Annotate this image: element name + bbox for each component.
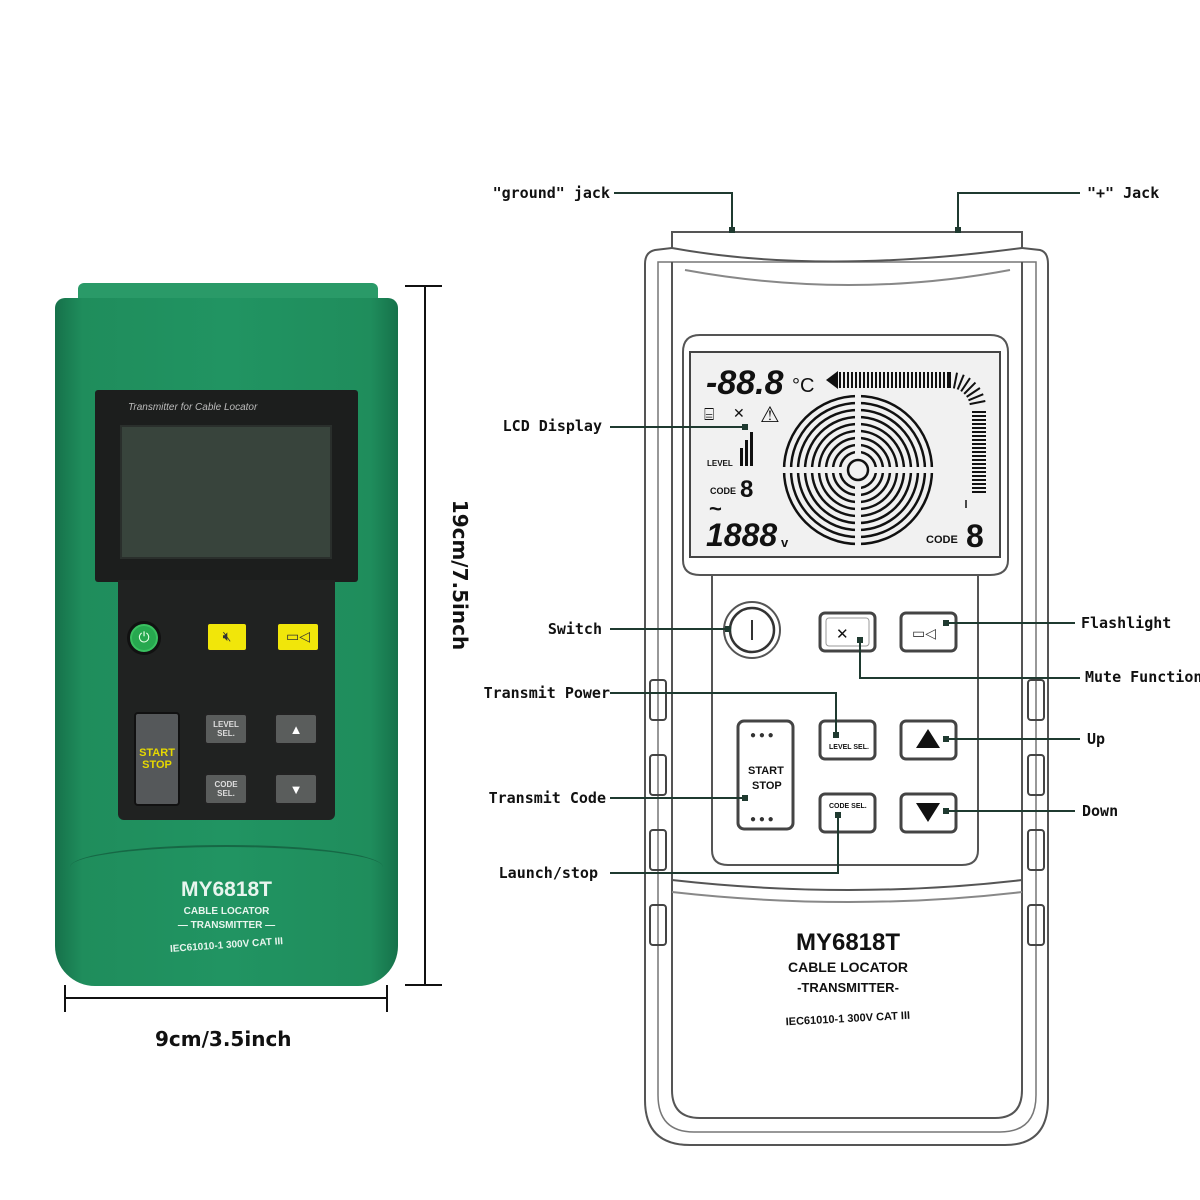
callout-plus-jack: "+" Jack: [1087, 184, 1160, 202]
lcd-bar-segment: [960, 377, 971, 392]
lcd-temperature: -88.8: [706, 364, 784, 402]
callout-flashlight: Flashlight: [1081, 614, 1172, 632]
callout-switch: Switch: [547, 620, 602, 638]
level-sel-button[interactable]: LEVEL SEL.: [204, 713, 248, 745]
flashlight-button[interactable]: ▭◁: [276, 622, 320, 652]
code-sel-button[interactable]: CODE SEL.: [204, 773, 248, 805]
cable-locator-label: CABLE LOCATOR: [183, 906, 270, 917]
up-button[interactable]: ▲: [274, 713, 318, 745]
level-sel-label: LEVEL SEL.: [213, 720, 239, 738]
stop-label: STOP: [142, 759, 172, 771]
code-sel-button[interactable]: CODE SEL.: [818, 792, 877, 834]
switch-button[interactable]: [723, 601, 781, 659]
callout-mute-function: Mute Function: [1085, 668, 1200, 686]
lcd-code-right-digit: 8: [966, 518, 984, 554]
callout-up: Up: [1087, 730, 1106, 748]
lcd-code-left-digit: 8: [740, 476, 753, 503]
down-arrow-icon: [916, 803, 940, 822]
up-arrow-icon: ▲: [289, 721, 303, 737]
lcd-bar-segment: [966, 387, 981, 398]
down-arrow-icon: ▼: [289, 781, 303, 797]
stop-label: STOP: [752, 780, 782, 792]
callout-down: Down: [1082, 802, 1119, 820]
mute-button[interactable]: ✕: [818, 611, 877, 653]
lcd-temp-unit: °C: [792, 375, 814, 397]
body-outline: [644, 231, 1049, 1146]
callout-launch-stop: Launch/stop: [498, 864, 598, 882]
callout-transmit-code: Transmit Code: [488, 789, 606, 807]
mute-icon: ✕: [836, 626, 849, 643]
lcd-level-label: LEVEL: [707, 459, 733, 468]
svg-text:● ● ●: ● ● ●: [750, 814, 774, 825]
mute-button[interactable]: 🔇︎: [206, 622, 248, 652]
mute-icon: 🔇︎: [222, 629, 232, 645]
model-label: MY6818T: [796, 929, 900, 956]
keypad-outline: [711, 574, 979, 866]
flashlight-icon: ▭◁: [912, 625, 936, 641]
lcd-voltage-unit: v: [781, 535, 789, 550]
lcd-screen: [120, 425, 332, 559]
lcd-voltage: 1888: [706, 517, 777, 553]
transmitter-label: -TRANSMITTER-: [797, 980, 899, 995]
lcd-bar-segment: [956, 374, 965, 390]
callout-lines: [610, 192, 1080, 874]
lower-body-edge: [70, 845, 383, 867]
lcd-bar-segment: [963, 381, 977, 395]
callout-transmit-power: Transmit Power: [483, 684, 610, 702]
lcd-mute-icon: ✕: [733, 405, 745, 421]
start-label: START: [139, 747, 175, 759]
flashlight-button[interactable]: ▭◁: [899, 611, 958, 653]
rating-label: IEC61010-1 300V CAT III: [785, 1010, 910, 1029]
top-cap: [671, 247, 1023, 263]
lcd-bar-segment: [969, 399, 986, 406]
start-label: START: [748, 765, 784, 777]
lcd-battery-icon: ⌸: [704, 405, 714, 424]
lcd-code-right-label: CODE: [926, 534, 958, 546]
code-sel-label: CODE SEL.: [214, 780, 238, 798]
level-sel-button[interactable]: LEVEL SEL.: [818, 719, 877, 761]
panel-caption: Transmitter for Cable Locator: [128, 402, 258, 413]
lcd-ac-symbol: ~: [709, 496, 722, 521]
lcd-level-bars: [740, 432, 753, 466]
up-button[interactable]: [899, 719, 958, 761]
callout-lcd-display: LCD Display: [502, 417, 602, 435]
down-button[interactable]: ▼: [274, 773, 318, 805]
power-icon: ⏻: [138, 630, 150, 646]
down-button[interactable]: [899, 792, 958, 834]
lcd-bar-segment: [968, 393, 984, 402]
cable-locator-label: CABLE LOCATOR: [788, 959, 908, 975]
lcd-arrow-head: [826, 371, 838, 389]
lcd-signal-bar: [839, 372, 986, 493]
level-sel-label: LEVEL SEL.: [829, 744, 869, 751]
transmitter-label: — TRANSMITTER —: [177, 920, 276, 931]
start-stop-button[interactable]: START STOP: [134, 712, 180, 806]
svg-text:● ● ●: ● ● ●: [750, 730, 774, 741]
code-sel-label: CODE SEL.: [829, 803, 867, 810]
lcd-warning-icon: ⚠: [760, 402, 780, 427]
lcd-bar-segment: [952, 372, 959, 389]
model-label: MY6818T: [180, 878, 273, 901]
display-bezel: [682, 334, 1009, 576]
power-button[interactable]: ⏻: [127, 621, 161, 655]
up-arrow-icon: [916, 729, 940, 748]
callout-ground-jack: "ground" jack: [492, 184, 610, 202]
flashlight-icon: ▭◁: [286, 629, 310, 645]
start-stop-button[interactable]: ● ● ● ● ● ● START STOP: [736, 719, 795, 831]
width-dimension-label: 9cm/3.5inch: [155, 1027, 292, 1051]
lcd-code-left-label: CODE: [710, 486, 736, 496]
